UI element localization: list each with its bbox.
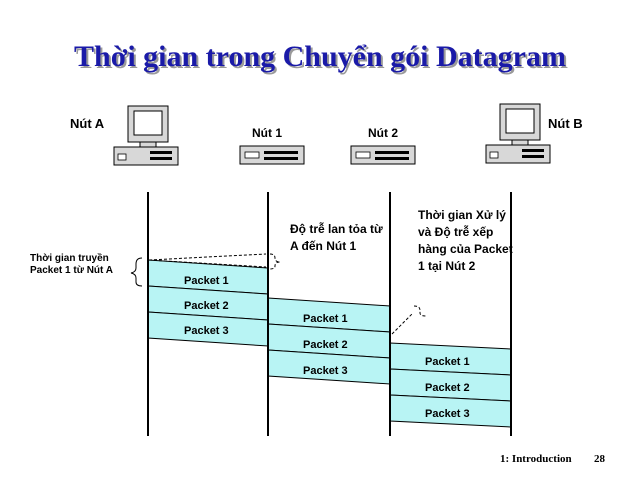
propagation-delay-note: Độ trễ lan tỏa từ A đến Nút 1: [290, 222, 383, 253]
node-label-host-a: Nút A: [70, 116, 105, 131]
processing-delay-note: Thời gian Xử lý và Độ trễ xếp hàng của P…: [418, 208, 513, 273]
packet-label-r2-2: Packet 2: [425, 382, 470, 394]
node-label-router-2: Nút 2: [368, 126, 398, 140]
packet-label-a-1: Packet 1: [184, 275, 229, 287]
packet-label-r1-3: Packet 3: [303, 365, 348, 377]
transmission-time-note: Thời gian truyền Packet 1 từ Nút A: [30, 253, 114, 276]
transmission-time-brace: [130, 257, 143, 287]
packet-label-a-2: Packet 2: [184, 300, 229, 312]
packet-band-r2-to-b: Packet 1 Packet 2 Packet 3: [389, 342, 512, 428]
packet-label-r1-2: Packet 2: [303, 339, 348, 351]
node-label-router-1: Nút 1: [252, 126, 282, 140]
packet-label-r2-3: Packet 3: [425, 408, 470, 420]
footer-section: 1: Introduction: [500, 453, 572, 465]
packet-label-r2-1: Packet 1: [425, 356, 470, 368]
timelines: [147, 192, 512, 436]
router-2-icon: [350, 145, 416, 165]
processing-delay-callout: [391, 305, 427, 335]
propagation-delay-callout: [148, 253, 281, 270]
packet-band-r1-to-r2: Packet 1 Packet 2 Packet 3: [267, 297, 391, 385]
host-a-computer-icon: [113, 105, 179, 166]
host-b-computer-icon: [485, 103, 551, 164]
router-1-icon: [239, 145, 305, 165]
packet-band-a-to-r1: Packet 1 Packet 2 Packet 3: [147, 259, 269, 347]
node-label-host-b: Nút B: [548, 116, 583, 131]
footer-page-number: 28: [594, 453, 605, 465]
slide-title: Thời gian trong Chuyển gói Datagram: [74, 40, 566, 73]
packet-label-r1-1: Packet 1: [303, 313, 348, 325]
packet-label-a-3: Packet 3: [184, 325, 229, 337]
